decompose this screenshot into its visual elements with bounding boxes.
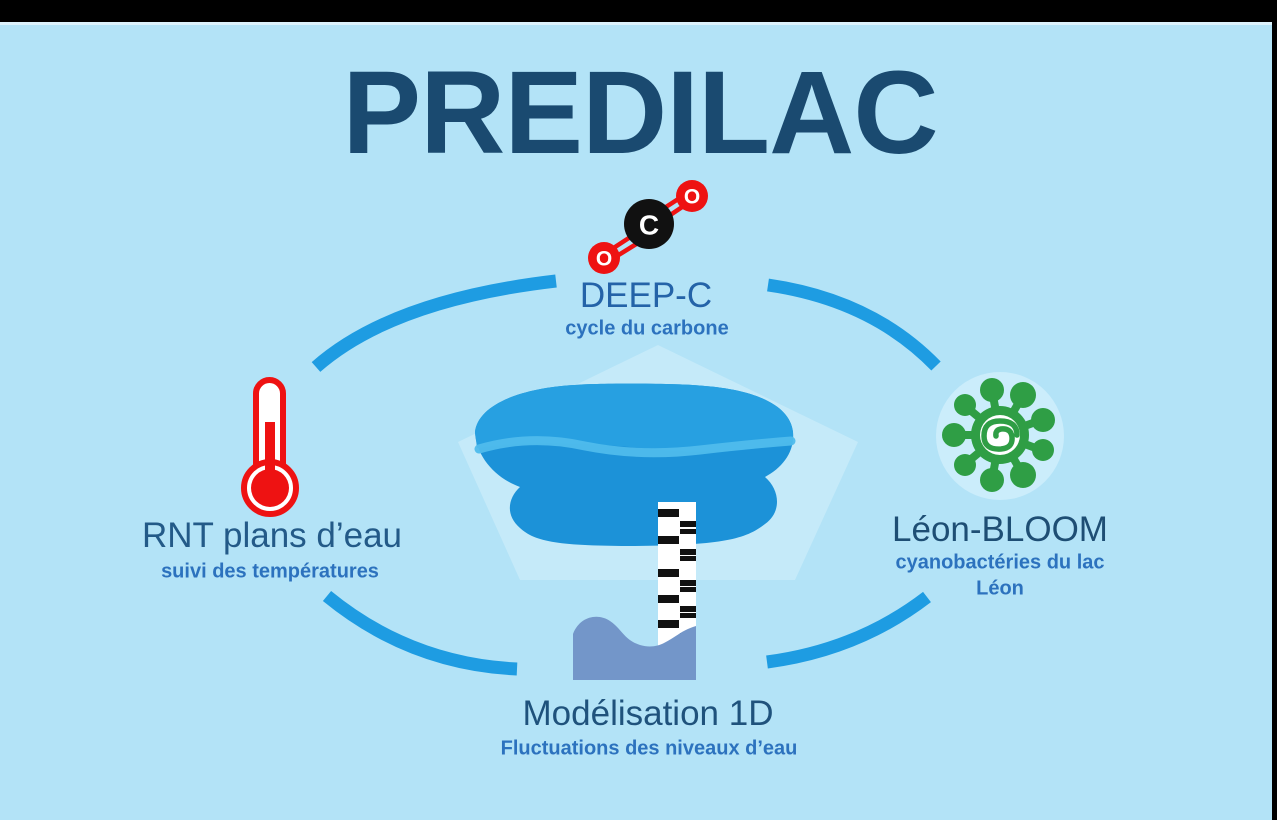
node-leonbloom-sublabel-line2: Léon [976,577,1024,600]
lake-top-surface [475,383,793,452]
node-deepc-sublabel: cycle du carbone [565,317,729,340]
node-leonbloom-label: Léon-BLOOM [892,510,1108,549]
node-leonbloom-sublabel-line1: cyanobactéries du lac [895,551,1105,574]
water-level-gauge-icon [573,502,696,680]
letterbox-right-bar [1272,0,1277,820]
node-deepc-label: DEEP-C [579,276,713,315]
arc-bottom-left [322,590,518,676]
node-modelisation-sublabel: Fluctuations des niveaux d’eau [500,737,798,760]
oxygen-label-top: O [684,186,700,209]
carbon-label: C [639,210,659,241]
cycle-arcs [311,274,941,676]
arc-top-right [767,278,941,371]
node-modelisation-label: Modélisation 1D [522,694,774,733]
arc-top-left [311,274,557,372]
letterbox-top-edge [0,22,1277,25]
carbon-atom [624,199,674,249]
page-title: PREDILAC [342,47,938,179]
letterbox-top-bar [0,0,1277,22]
oxygen-label-bottom: O [596,248,612,271]
co2-molecule-icon: C O O [588,180,708,274]
arc-bottom-right [766,591,931,669]
lake-illustration [474,383,796,546]
gauge-water [573,616,696,680]
thermometer-icon [241,377,299,517]
node-rnt-sublabel: suivi des températures [161,560,379,583]
oxygen-atom-top [676,180,708,212]
lake-wave-band [474,436,796,458]
cyanobacteria-icon [942,378,1055,492]
node-rnt-label: RNT plans d’eau [141,516,403,555]
oxygen-atom-bottom [588,242,620,274]
